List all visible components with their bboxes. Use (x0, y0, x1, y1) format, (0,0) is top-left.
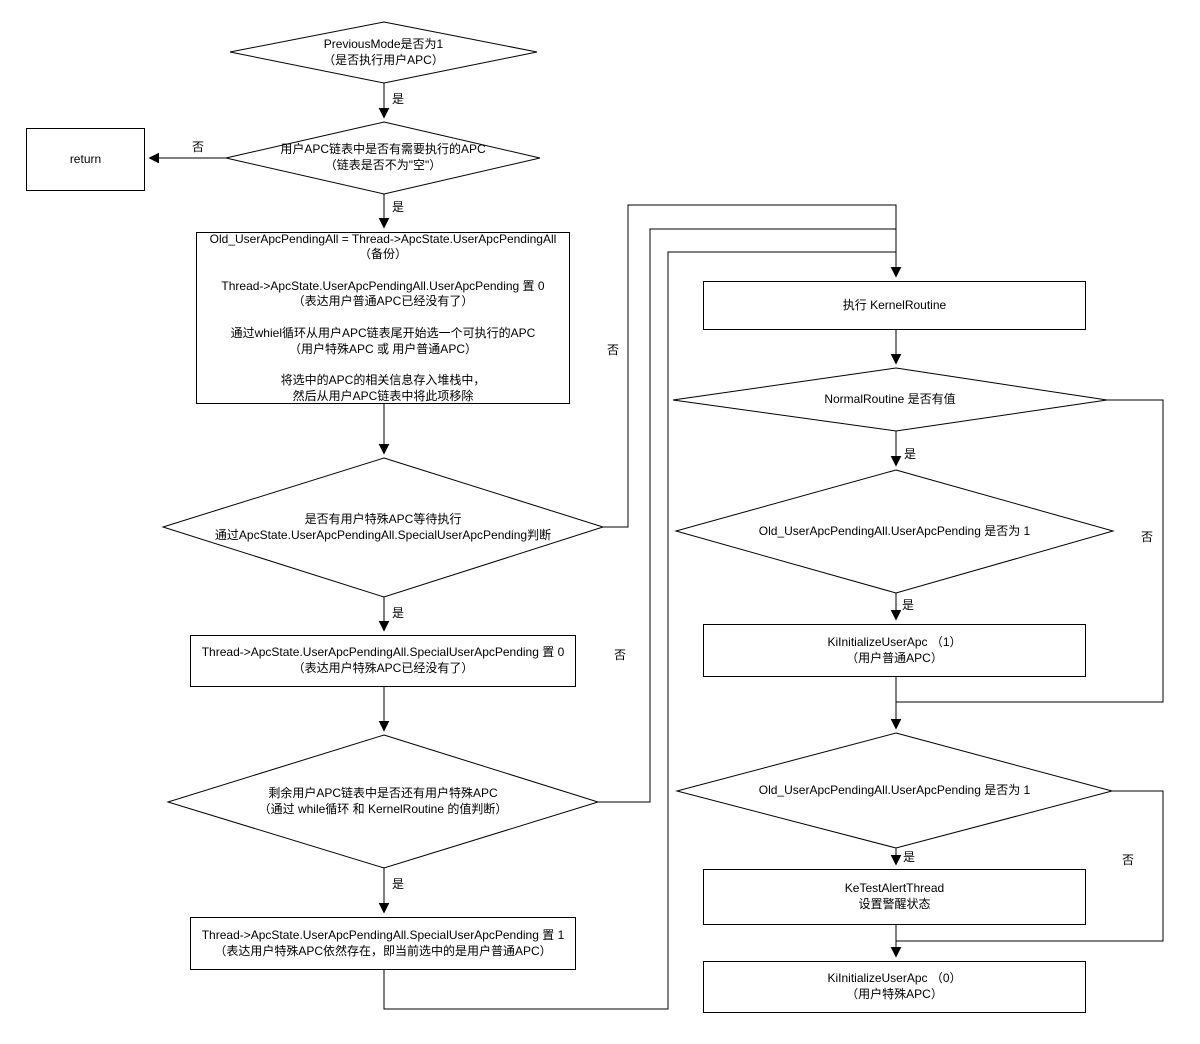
edge-label-remaining-yes: 是 (392, 877, 405, 891)
return-node: return (26, 128, 145, 191)
edge-label-pending2-no: 否 (1122, 853, 1135, 867)
edge-label-normalroutine-yes: 是 (904, 447, 917, 461)
kiinitializeuserapc-0-node: KiInitializeUserApc （0） （用户特殊APC） (703, 961, 1086, 1013)
edge-label-normalroutine-no: 否 (1141, 530, 1154, 544)
pending2-decision-shape (675, 732, 1114, 849)
normalroutine-decision-shape (672, 367, 1108, 432)
specialapc-decision-shape (161, 457, 605, 598)
pending1-decision-shape (674, 469, 1115, 594)
kiinitializeuserapc-1-node: KiInitializeUserApc （1） （用户普通APC） (703, 624, 1086, 677)
ketestalertthread-node: KeTestAlertThread 设置警醒状态 (703, 869, 1086, 925)
edge-setpending-loop (383, 251, 896, 1010)
remaining-decision-shape (166, 734, 600, 869)
previousmode-decision-shape (229, 21, 538, 84)
edge-label-pending1-yes: 是 (902, 598, 915, 612)
edge-label-specialapc-yes: 是 (392, 606, 405, 620)
edge-label-pending2-yes: 是 (903, 850, 916, 864)
apclist-decision-shape (225, 121, 541, 195)
clear-special-pending-node: Thread->ApcState.UserApcPendingAll.Speci… (190, 635, 576, 687)
exec-kernelroutine-node: 执行 KernelRoutine (703, 281, 1086, 330)
edge-label-remaining-no: 否 (614, 648, 627, 662)
edge-normalroutine-no (896, 399, 1164, 703)
edge-label-specialapc-no: 否 (607, 343, 620, 357)
backup-and-select-node: Old_UserApcPendingAll = Thread->ApcState… (196, 232, 570, 404)
edge-label-previousmode-yes: 是 (392, 92, 405, 106)
edge-label-apclist-yes: 是 (392, 200, 405, 214)
edge-pending2-no (896, 790, 1164, 942)
edge-remaining-no-loop (598, 228, 896, 803)
set-special-pending-node: Thread->ApcState.UserApcPendingAll.Speci… (190, 917, 576, 970)
edge-specialcheck-no-loop (603, 204, 902, 528)
edge-label-apclist-no: 否 (192, 140, 205, 154)
